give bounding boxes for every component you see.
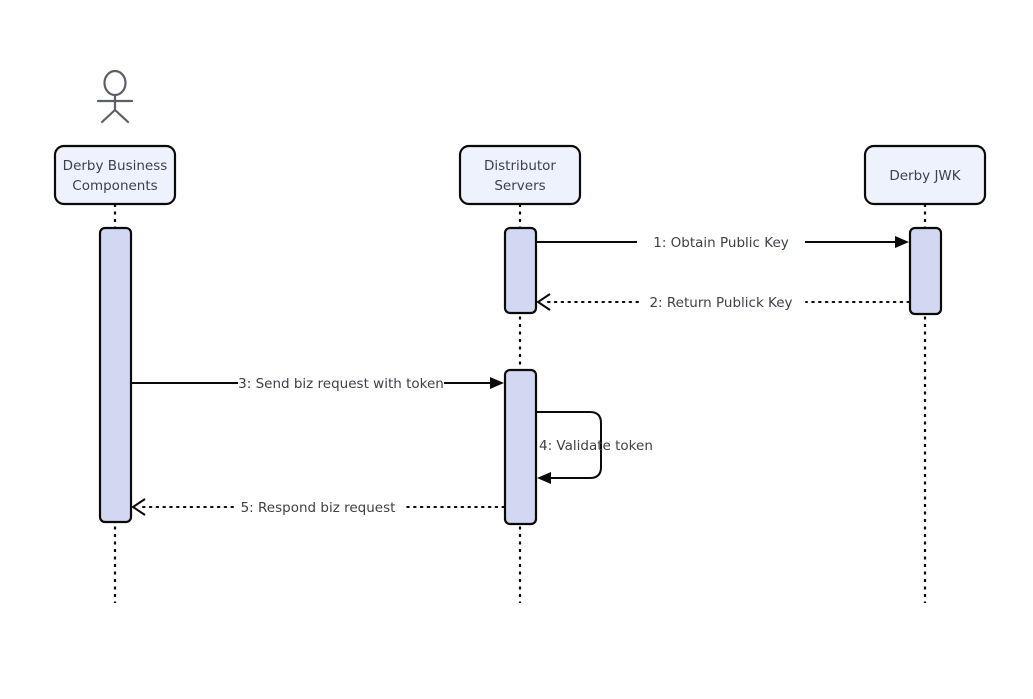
message-label: 2: Return Publick Key [649,295,792,311]
actor-leg-left-line [100,108,117,124]
self-message-path [537,411,602,479]
participant-box[interactable] [863,144,987,206]
message-label: 1: Obtain Public Key [653,235,789,251]
message-3-send-biz-request[interactable]: 3: Send biz request with token [132,376,504,392]
participant-derby-jwk[interactable]: Derby JWK [863,144,987,206]
lifelines-group [113,204,927,603]
activation-bars-group [98,226,943,526]
message-1-obtain-public-key[interactable]: 1: Obtain Public Key [537,235,909,251]
message-label: 5: Respond biz request [241,500,396,516]
arrowhead-filled-icon [490,377,504,389]
activation-bar-distributor-servers-1[interactable] [503,226,538,315]
actor-head-icon [103,69,127,97]
arrowhead-filled-icon [537,472,551,484]
message-4-validate-token[interactable]: 4: Validate token [537,411,653,484]
message-label: 4: Validate token [539,438,653,454]
arrowhead-filled-icon [895,236,909,248]
actor-leg-right-line [113,108,130,124]
activation-bar-derby-jwk[interactable] [908,226,943,316]
message-label: 3: Send biz request with token [238,376,444,392]
arrowhead-open-icon [536,293,551,311]
participant-label-line1: Derby Business [63,158,168,174]
activation-bar-derby-business-components[interactable] [98,226,133,524]
actor-figure [96,69,134,124]
participant-box[interactable] [458,144,582,206]
message-2-return-public-key[interactable]: 2: Return Publick Key [536,293,910,311]
participant-derby-business-components[interactable]: Derby Business Components [53,144,177,206]
participant-label-line2: Servers [494,178,545,194]
message-5-respond-biz-request[interactable]: 5: Respond biz request [131,498,505,516]
participant-distributor-servers[interactable]: Distributor Servers [458,144,582,206]
arrowhead-open-icon [131,498,146,516]
participant-label-line2: Components [72,178,157,194]
participant-box[interactable] [53,144,177,206]
participant-label-line1: Distributor [484,158,556,174]
participant-label-line1: Derby JWK [889,168,961,184]
activation-bar-distributor-servers-2[interactable] [503,368,538,526]
